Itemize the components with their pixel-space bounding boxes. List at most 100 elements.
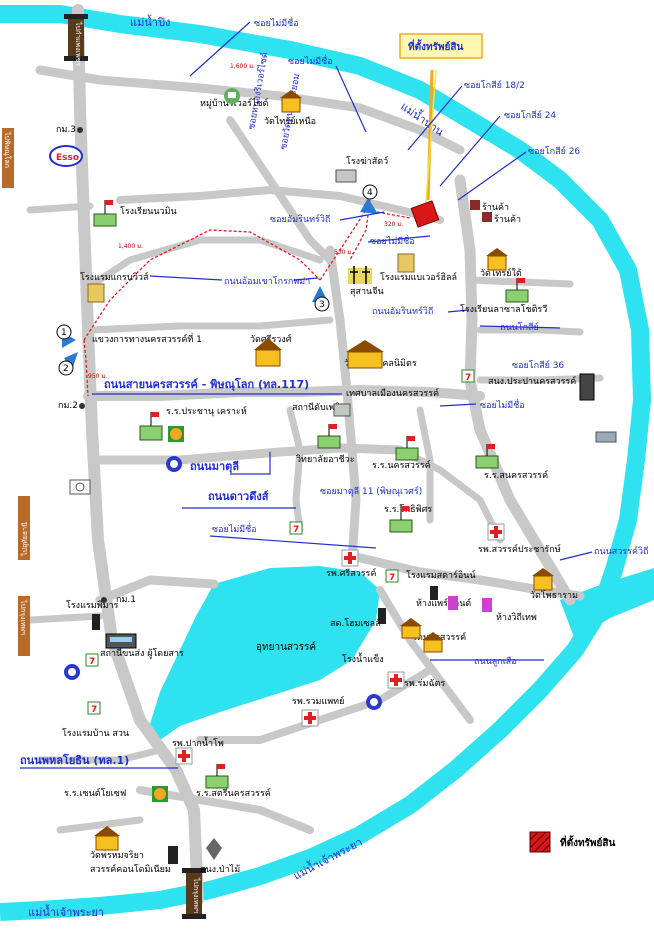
route-marker-1: 1 bbox=[56, 324, 76, 348]
temple-icon bbox=[254, 338, 282, 367]
hotel-icon bbox=[87, 283, 105, 303]
km-post-icon bbox=[77, 127, 83, 133]
bank-logo-icon bbox=[166, 456, 182, 472]
road-matuli: ถนนมาตุลี bbox=[190, 460, 239, 474]
esso-icon: Esso bbox=[49, 145, 83, 167]
road-kosi-26: ซอยโกสีย์ 26 bbox=[528, 145, 580, 157]
place-hospital-romchat: รพ.ร่มฉัตร bbox=[404, 679, 445, 689]
place-school-nawamin: โรงเรียนนวมิน bbox=[120, 206, 177, 217]
temple-icon bbox=[400, 618, 422, 639]
temple-icon bbox=[346, 340, 384, 369]
seven-eleven-icon: 7 bbox=[289, 521, 303, 535]
store-logo-icon bbox=[152, 786, 168, 802]
place-school-sai: โรงเรียนลาซาลโชติรวี bbox=[460, 304, 547, 315]
school-icon bbox=[389, 506, 413, 533]
tower-icon bbox=[378, 608, 386, 624]
road-sukhumvit: ถนนอ้อมเขาโกรกพม่า bbox=[224, 276, 310, 287]
property-title-box: ที่ตั้งทรัพย์สิน bbox=[399, 33, 483, 59]
place-km2: กม.2 bbox=[58, 401, 78, 411]
place-post-office: สนง.ประปานครสวรรค์ bbox=[488, 375, 576, 387]
to-bangkok-left-label: ไปกรุงเทพฯ bbox=[19, 599, 28, 635]
place-bus-terminal: สถานีขนส่ง ผู้โดยสาร bbox=[100, 648, 184, 659]
place-hang-paeson: ห้างแพร์แลนด์ bbox=[416, 597, 471, 609]
seven-eleven-icon: 7 bbox=[87, 701, 101, 715]
road-phahonyothin: ถนนพหลโยธิน (ทล.1) bbox=[20, 753, 129, 767]
place-school-sanon: ร.ร.สนครสวรรค์ bbox=[484, 469, 548, 481]
place-station-homes: สด.โฮมเซลล์ bbox=[330, 617, 381, 629]
dist-1600: 1,600 ม. bbox=[230, 63, 255, 70]
road-amarin-soi: ซอยอัมรินทร์วิถี bbox=[270, 213, 330, 225]
icons: Esso bbox=[49, 88, 617, 864]
place-shop-2: ร้านค้า bbox=[494, 214, 521, 225]
place-hospital-sawanpracha: รพ.สวรรค์ประชารักษ์ bbox=[478, 543, 561, 555]
school-icon bbox=[505, 278, 529, 303]
gateway-markers: ไปพิษณุโลก ไปอุทัยธานี ไปกรุงเทพฯ ไปกำแพ… bbox=[2, 14, 206, 919]
dist-320: 320 ม. bbox=[384, 221, 403, 228]
hotel-icon bbox=[397, 253, 415, 273]
place-college: วิทยาลัยอาชีวะ bbox=[296, 454, 355, 465]
temple-icon bbox=[422, 632, 444, 653]
gate-bottom bbox=[182, 868, 206, 919]
dist-1400: 1,400 ม. bbox=[118, 243, 143, 250]
road-amarin-2: ถนนอัมรินทร์วิถี bbox=[372, 305, 433, 317]
property-title: ที่ตั้งทรัพย์สิน bbox=[408, 39, 463, 53]
road-sawanwithi: ถนนสวรรค์วิถี bbox=[594, 545, 649, 557]
road-nameless-1: ซอยไม่มีชื่อ bbox=[254, 16, 299, 29]
to-bangkok-bottom-label: ไปกรุงเทพฯ bbox=[192, 877, 201, 913]
svg-text:3: 3 bbox=[319, 300, 325, 310]
school-icon bbox=[139, 412, 163, 441]
temple-icon bbox=[280, 90, 302, 113]
svg-text:7: 7 bbox=[89, 657, 95, 667]
place-star-inn: โรงแรมสตาร์อินน์ bbox=[406, 569, 476, 581]
bank-logo-icon bbox=[64, 664, 80, 680]
road-kosi-18: ซอยโกสีย์ 18/2 bbox=[464, 79, 525, 91]
place-wat-srirawat: วัดศรีรวงศ์ bbox=[250, 333, 292, 345]
river-layer bbox=[0, 5, 654, 921]
road-nameless-3: ซอยไม่มีชื่อ bbox=[370, 234, 415, 247]
svg-text:7: 7 bbox=[465, 373, 471, 383]
road-nameless-2: ซอยไม่มีชื่อ bbox=[288, 54, 333, 67]
place-hotel-phiman: โรงแรมพิมาร bbox=[66, 600, 119, 611]
to-kamphaeng-label: ไปกำแพงเพชร bbox=[74, 21, 83, 66]
hospital-icon bbox=[175, 747, 193, 765]
tower-icon bbox=[168, 846, 178, 864]
road-nameless-4: ซอยไม่มีชื่อ bbox=[480, 398, 525, 411]
building-icon bbox=[595, 431, 617, 443]
legend-label: ที่ตั้งทรัพย์สิน bbox=[560, 835, 615, 849]
place-km1: กม.1 bbox=[116, 595, 136, 605]
road-lookseua: ถนนลูกเสือ bbox=[474, 656, 517, 667]
place-hospital-sri: รพ.ศรีสวรรค์ bbox=[326, 567, 376, 579]
school-icon bbox=[317, 424, 341, 449]
arrow-to-uthai: ไปอุทัยธานี bbox=[18, 496, 30, 560]
ping-river-label: แม่น้ำปิง bbox=[130, 14, 170, 29]
place-wat-worachet: วัดพรหมจริยา bbox=[90, 850, 144, 861]
temple-icon bbox=[94, 826, 120, 851]
place-wat-phothram: วัดโพธาราม bbox=[530, 590, 578, 601]
seven-eleven-icon: 7 bbox=[85, 653, 99, 667]
forestry-icon bbox=[206, 838, 222, 860]
ping-river bbox=[0, 5, 652, 921]
route-marker-4: 4 bbox=[360, 184, 378, 214]
place-hospital-paknam: รพ.ปากน้ำโพ bbox=[172, 736, 224, 749]
place-park: อุทยานสวรรค์ bbox=[256, 641, 316, 653]
school-icon bbox=[395, 436, 419, 461]
village-icon bbox=[224, 88, 240, 104]
road-sayon: ถนนสายนครสวรรค์ - พิษณุโลก (ทล.117) bbox=[104, 377, 309, 392]
place-grand-hotel: โรงแรมแกรนวิวส์ bbox=[80, 271, 149, 283]
place-school-sataree: ร.ร.สตรีนครสวรรค์ bbox=[196, 787, 271, 799]
seven-eleven-icon: 7 bbox=[385, 569, 399, 583]
store-logo-icon bbox=[168, 426, 184, 442]
arrow-to-bangkok-left: ไปกรุงเทพฯ bbox=[18, 596, 30, 656]
place-km3: กม.3 bbox=[56, 125, 76, 135]
tower-icon bbox=[430, 586, 438, 600]
hospital-icon bbox=[301, 709, 319, 727]
temple-icon bbox=[532, 568, 554, 591]
place-slaughter: โรงฆ่าสัตว์ bbox=[346, 155, 388, 167]
place-hotel-baan: โรงแรมบ้าน สวน bbox=[62, 728, 129, 739]
bank-logo-icon bbox=[366, 694, 382, 710]
to-uthai-label: ไปอุทัยธานี bbox=[20, 522, 29, 557]
tower-icon bbox=[92, 614, 100, 630]
road-network bbox=[26, 4, 604, 906]
road-matuli-11: ซอยมาตุลี 11 (พิษณุเวศร์) bbox=[320, 485, 422, 497]
